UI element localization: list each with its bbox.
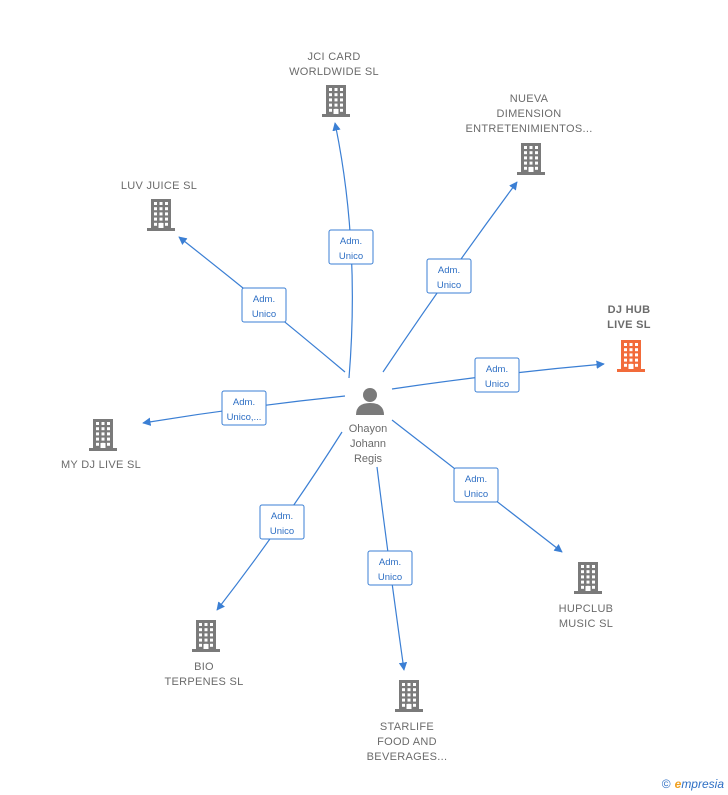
role-box xyxy=(221,390,267,426)
brand-name: mpresia xyxy=(681,777,724,791)
company-name-line: BEVERAGES... xyxy=(367,751,448,763)
building-icon[interactable] xyxy=(574,562,602,594)
copyright-icon: © xyxy=(661,777,671,791)
role-text-line: Adm. xyxy=(379,557,401,568)
building-icon[interactable] xyxy=(192,620,220,652)
company-node-nueva[interactable]: NUEVA DIMENSION ENTRETENIMIENTOS... xyxy=(465,93,592,175)
building-icon[interactable] xyxy=(617,340,645,372)
role-label-djhub[interactable]: Adm. Unico xyxy=(474,357,520,393)
role-box xyxy=(241,287,287,323)
role-box xyxy=(426,258,472,294)
role-text-line: Adm. xyxy=(233,397,255,408)
building-icon[interactable] xyxy=(322,85,350,117)
role-box xyxy=(328,229,374,265)
person-icon xyxy=(356,388,384,415)
role-label-nueva[interactable]: Adm. Unico xyxy=(426,258,472,294)
company-name-line: TERPENES SL xyxy=(164,676,243,688)
company-node-bio[interactable]: BIO TERPENES SL xyxy=(164,620,243,688)
company-node-hupclub[interactable]: HUPCLUB MUSIC SL xyxy=(559,562,614,630)
company-name-line: BIO xyxy=(194,661,214,673)
building-icon[interactable] xyxy=(147,199,175,231)
role-text-line: Unico xyxy=(378,572,402,583)
company-node-mydj[interactable]: MY DJ LIVE SL xyxy=(61,419,141,471)
role-text-line: Unico xyxy=(252,309,276,320)
company-name-line: JCI CARD xyxy=(307,51,360,63)
person-name-line: Regis xyxy=(354,453,383,465)
building-icon[interactable] xyxy=(89,419,117,451)
person-name-line: Ohayon xyxy=(349,423,388,435)
company-name-line: DIMENSION xyxy=(496,108,561,120)
company-name-line: HUPCLUB xyxy=(559,603,614,615)
footer-brand[interactable]: ©empresia xyxy=(662,777,724,791)
role-text-line: Adm. xyxy=(438,265,460,276)
role-label-hupclub[interactable]: Adm. Unico xyxy=(453,467,499,503)
role-text-line: Adm. xyxy=(253,294,275,305)
roles-layer: Adm.UnicoAdm.UnicoAdm.UnicoAdm.UnicoAdm.… xyxy=(221,229,520,586)
nodes-layer: JCI CARD WORLDWIDE SL NUEVA DIMENSION ENTRET… xyxy=(61,51,651,763)
company-node-luv[interactable]: LUV JUICE SL xyxy=(121,180,197,231)
role-box xyxy=(474,357,520,393)
role-label-starlife[interactable]: Adm. Unico xyxy=(367,550,413,586)
company-name-line: DJ HUB xyxy=(608,304,651,316)
role-text-line: Unico xyxy=(339,251,363,262)
company-name-line: WORLDWIDE SL xyxy=(289,66,379,78)
role-text-line: Unico,... xyxy=(227,412,262,423)
role-label-luv[interactable]: Adm. Unico xyxy=(241,287,287,323)
role-label-jci[interactable]: Adm. Unico xyxy=(328,229,374,265)
role-text-line: Unico xyxy=(485,379,509,390)
role-text-line: Adm. xyxy=(486,364,508,375)
building-icon[interactable] xyxy=(517,143,545,175)
company-node-jci[interactable]: JCI CARD WORLDWIDE SL xyxy=(289,51,379,117)
company-name-line: LIVE SL xyxy=(607,319,651,331)
role-text-line: Unico xyxy=(270,526,294,537)
company-name-line: NUEVA xyxy=(510,93,549,105)
company-name-line: ENTRETENIMIENTOS... xyxy=(465,123,592,135)
person-name-line: Johann xyxy=(350,438,386,450)
company-name-line: STARLIFE xyxy=(380,721,434,733)
role-text-line: Unico xyxy=(464,489,488,500)
role-text-line: Unico xyxy=(437,280,461,291)
company-node-djhub[interactable]: DJ HUB LIVE SL xyxy=(607,304,651,372)
role-text-line: Adm. xyxy=(340,236,362,247)
company-name-line: LUV JUICE SL xyxy=(121,180,197,192)
role-box xyxy=(453,467,499,503)
role-box xyxy=(259,504,305,540)
company-name-line: MY DJ LIVE SL xyxy=(61,459,141,471)
role-label-bio[interactable]: Adm. Unico xyxy=(259,504,305,540)
company-name-line: MUSIC SL xyxy=(559,618,613,630)
building-icon[interactable] xyxy=(395,680,423,712)
role-label-mydj[interactable]: Adm. Unico,... xyxy=(221,390,267,426)
role-text-line: Adm. xyxy=(465,474,487,485)
role-box xyxy=(367,550,413,586)
role-text-line: Adm. xyxy=(271,511,293,522)
company-name-line: FOOD AND xyxy=(377,736,437,748)
brand-initial: e xyxy=(674,777,682,791)
company-node-starlife[interactable]: STARLIFE FOOD AND BEVERAGES... xyxy=(367,680,448,763)
